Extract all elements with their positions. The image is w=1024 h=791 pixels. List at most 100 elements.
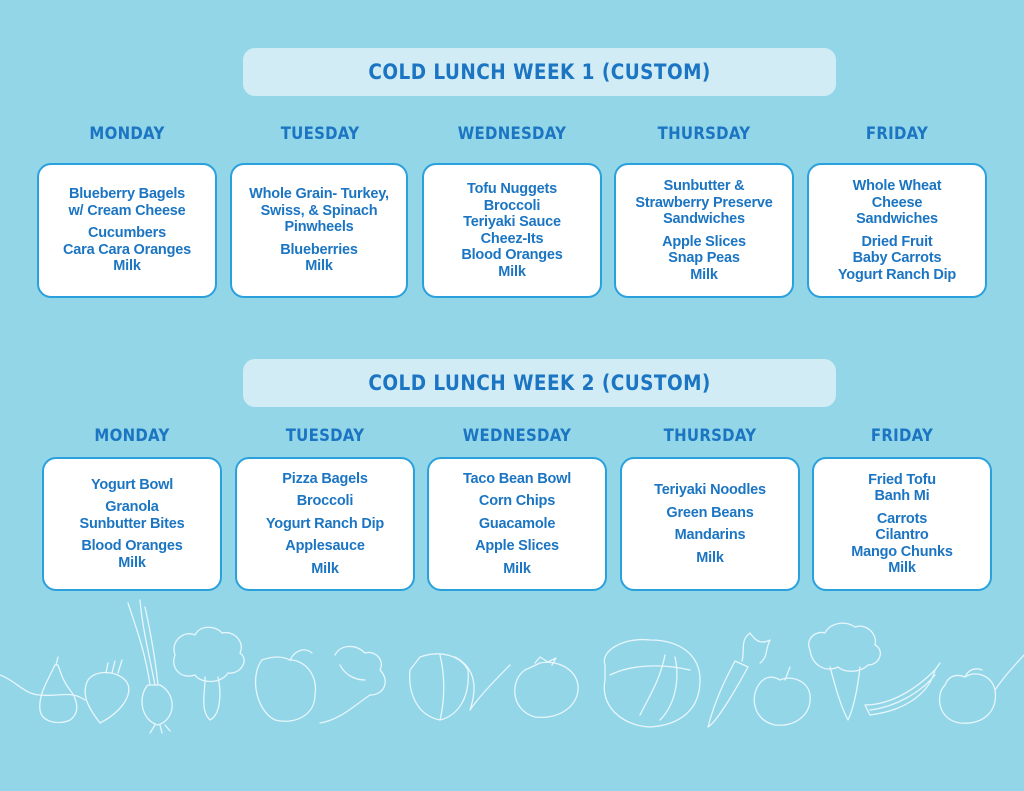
menu-group: Milk [696, 549, 724, 567]
week-2-banner: COLD LUNCH WEEK 2 (CUSTOM) [243, 359, 836, 407]
menu-item: Fried Tofu [868, 471, 936, 488]
week-2-title: COLD LUNCH WEEK 2 (CUSTOM) [368, 371, 711, 395]
menu-item: Baby Carrots [852, 250, 942, 266]
menu-group: Apple Slices [475, 538, 559, 555]
menu-item: Mandarins [674, 527, 746, 543]
menu-item: Strawberry Preserve [635, 194, 773, 211]
menu-item: Cucumbers [88, 225, 166, 242]
menu-item: Pinwheels [284, 219, 354, 236]
menu-item: Milk [498, 263, 526, 280]
day-label-wednesday: WEDNESDAY [457, 124, 567, 144]
menu-group: Mandarins [675, 527, 746, 544]
day-label-monday: MONDAY [89, 124, 165, 144]
menu-group: Teriyaki Noodles [654, 482, 766, 499]
menu-group: Broccoli [296, 493, 354, 510]
menu-item: Guacamole [478, 515, 556, 532]
vegetable-line-art-icon [0, 599, 1024, 734]
menu-item: Sunbutter Bites [79, 515, 185, 532]
menu-item: Teriyaki Sauce [463, 214, 561, 230]
menu-item: Apple Slices [475, 538, 559, 555]
day-label-friday: FRIDAY [865, 124, 929, 144]
menu-item: Apple Slices [662, 233, 746, 250]
menu-item: Banh Mi [874, 488, 930, 504]
day-label-thursday: THURSDAY [663, 426, 757, 446]
menu-item: Milk [696, 549, 724, 566]
menu-item: Blueberry Bagels [68, 186, 186, 203]
menu-item: Milk [690, 266, 718, 283]
menu-item: Blood Oranges [461, 247, 563, 263]
menu-item: Whole Wheat [852, 178, 942, 194]
menu-item: w/ Cream Cheese [68, 202, 186, 219]
menu-item: Cheese [871, 194, 923, 211]
menu-item: Sunbutter & [663, 178, 745, 194]
day-label-wednesday: WEDNESDAY [462, 426, 572, 446]
menu-item: Sandwiches [663, 211, 745, 227]
day-label-thursday: THURSDAY [657, 124, 751, 144]
menu-item: Yogurt Ranch Dip [837, 266, 957, 283]
menu-item: Blueberries [280, 241, 358, 258]
menu-item: Mango Chunks [851, 543, 953, 560]
menu-item: Milk [888, 560, 916, 576]
menu-item: Yogurt Ranch Dip [265, 515, 385, 532]
day-label-tuesday: TUESDAY [285, 426, 365, 446]
menu-item: Milk [118, 554, 146, 571]
menu-item: Broccoli [296, 493, 354, 510]
week-1-banner: COLD LUNCH WEEK 1 (CUSTOM) [243, 48, 836, 96]
menu-item: Tofu Nuggets [467, 181, 557, 197]
menu-group: Guacamole [478, 515, 556, 533]
menu-item: Dried Fruit [861, 233, 933, 250]
menu-item: Cara Cara Oranges [63, 241, 191, 258]
menu-item: Swiss, & Spinach [260, 202, 378, 219]
menu-item: Sandwiches [856, 211, 938, 227]
day-label-friday: FRIDAY [870, 426, 934, 446]
menu-item: Pizza Bagels [282, 470, 368, 487]
menu-item: Carrots [876, 510, 928, 527]
menu-group: Milk [503, 560, 531, 578]
day-label-tuesday: TUESDAY [280, 124, 360, 144]
week-1-title: COLD LUNCH WEEK 1 (CUSTOM) [368, 60, 711, 84]
day-label-monday: MONDAY [94, 426, 170, 446]
menu-group: Pizza Bagels [282, 470, 368, 488]
menu-group: Milk [311, 560, 339, 578]
menu-group: Yogurt Bowl [91, 477, 173, 494]
menu-item: Yogurt Bowl [90, 476, 174, 493]
menu-item: Teriyaki Noodles [654, 482, 766, 498]
menu-item: Whole Grain- Turkey, [249, 186, 389, 203]
menu-item: Blood Oranges [81, 538, 183, 555]
menu-item: Milk [503, 560, 531, 577]
menu-item: Milk [113, 258, 141, 275]
menu-item: Cheez-Its [480, 230, 544, 247]
menu-item: Granola [105, 499, 159, 516]
menu-item: Applesauce [285, 538, 365, 555]
menu-item: Snap Peas [668, 250, 740, 266]
menu-item: Broccoli [483, 197, 541, 214]
menu-group: Yogurt Ranch Dip [266, 516, 384, 533]
menu-group: Applesauce [285, 538, 365, 555]
menu-group: Corn Chips [479, 493, 555, 510]
menu-item: Milk [305, 258, 333, 275]
menu-group: Green Beans [666, 505, 753, 522]
menu-item: Green Beans [666, 504, 754, 521]
menu-item: Milk [311, 560, 339, 577]
